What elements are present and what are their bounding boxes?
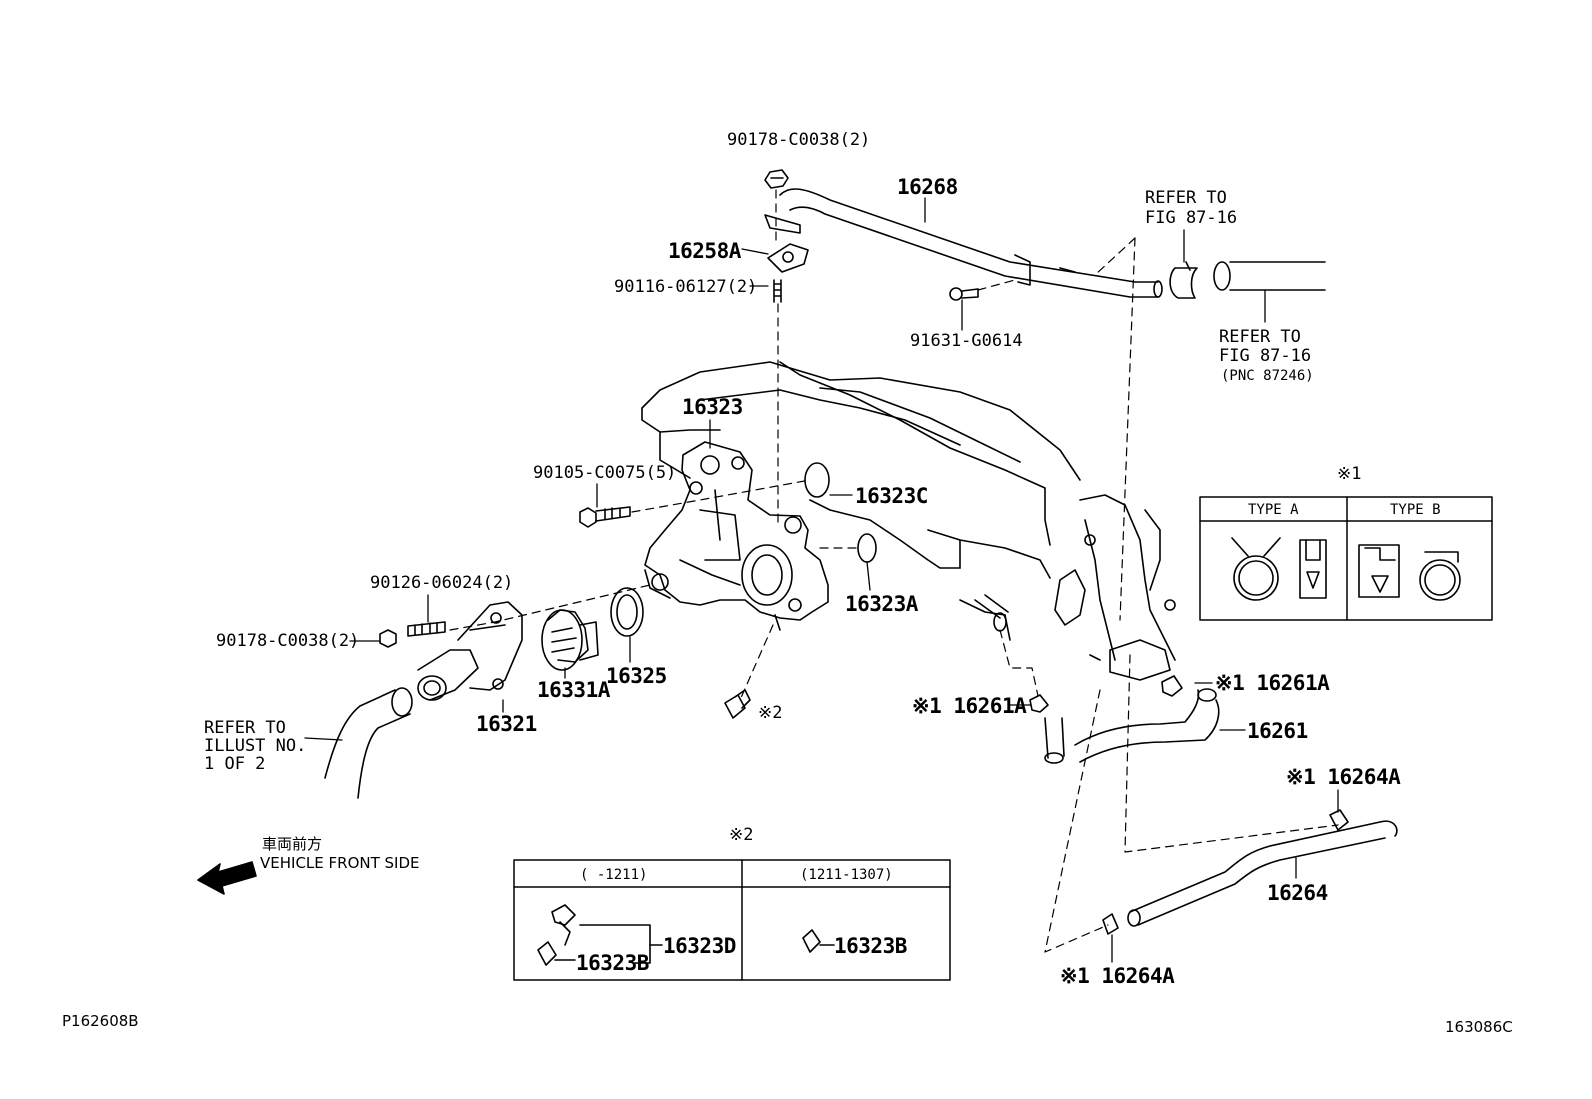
hose-top-right	[1213, 261, 1326, 291]
type-b-clamp-drawings	[1358, 544, 1461, 601]
label-16323A[interactable]: 16323A	[845, 592, 918, 616]
type-table-mark: ※1	[1337, 464, 1362, 484]
stud-90126	[407, 621, 446, 637]
note-col1-header: ( -1211)	[580, 867, 648, 883]
label-16323[interactable]: 16323	[682, 395, 743, 419]
leader-lines	[304, 197, 1339, 963]
bolt-91631	[949, 287, 979, 301]
label-16264A-top[interactable]: ※1 16264A	[1286, 765, 1401, 789]
note-table-drawings	[537, 904, 835, 966]
refer-right-line1: REFER TO	[1219, 327, 1301, 347]
hose-stub-16261	[1044, 717, 1065, 764]
footer-right-code: 163086C	[1445, 1018, 1513, 1036]
clamp-16264A-bottom	[1102, 913, 1119, 935]
bolt-90105	[579, 506, 631, 528]
water-outlet-16321	[417, 601, 523, 701]
label-16261A-left[interactable]: ※1 16261A	[912, 694, 1027, 718]
label-16261A-right[interactable]: ※1 16261A	[1215, 671, 1330, 695]
type-a-header: TYPE A	[1248, 502, 1299, 518]
type-b-header: TYPE B	[1390, 502, 1441, 518]
drain-plug	[724, 689, 751, 719]
engine-block-outline	[641, 361, 1081, 641]
gasket-16325	[610, 587, 644, 637]
label-16264[interactable]: 16264	[1267, 881, 1328, 905]
label-note2-mark: ※2	[758, 703, 783, 723]
label-90116[interactable]: 90116-06127(2)	[614, 277, 758, 297]
clamp-16261A-right	[1161, 675, 1183, 697]
direction-japanese: 車両前方	[262, 835, 323, 853]
hose-16264	[1127, 820, 1398, 927]
label-16261[interactable]: 16261	[1247, 719, 1308, 743]
hose-16261	[1074, 688, 1220, 763]
label-16268[interactable]: 16268	[897, 175, 958, 199]
label-90126[interactable]: 90126-06024(2)	[370, 573, 514, 593]
note-col2-part-16323B[interactable]: 16323B	[834, 934, 907, 958]
refer-left-line3: 1 OF 2	[204, 754, 266, 774]
note-table-mark: ※2	[729, 825, 754, 845]
note-col2-header: (1211-1307)	[800, 867, 893, 883]
clamp-16261A-left	[1029, 694, 1049, 713]
stud-90116	[773, 279, 782, 303]
footer-left-code: P162608B	[62, 1012, 139, 1030]
o-ring-16323C	[804, 462, 830, 498]
front-direction-arrow	[197, 861, 257, 895]
direction-english: VEHICLE FRONT SIDE	[260, 854, 420, 872]
radiator-hose-left	[324, 687, 413, 799]
clamp-top-right	[1169, 261, 1198, 299]
type-a-clamp-drawings	[1231, 537, 1327, 601]
throttle-body-outline	[1054, 494, 1176, 681]
label-90178-top[interactable]: 90178-C0038(2)	[727, 130, 871, 150]
label-91631[interactable]: 91631-G0614	[910, 331, 1023, 351]
label-16258A[interactable]: 16258A	[668, 239, 741, 263]
clamp-16264A-top	[1329, 809, 1349, 831]
type-table-frame	[1199, 496, 1493, 621]
refer-left-line1: REFER TO	[204, 718, 286, 738]
refer-right-line2: FIG 87-16	[1219, 346, 1312, 366]
refer-right-line3: (PNC 87246)	[1221, 368, 1314, 384]
label-16323C[interactable]: 16323C	[855, 484, 928, 508]
refer-top-line1: REFER TO	[1145, 188, 1227, 208]
label-90105[interactable]: 90105-C0075(5)	[533, 463, 677, 483]
label-16325[interactable]: 16325	[606, 664, 667, 688]
gasket-16258A	[767, 243, 809, 273]
water-inlet-housing-16323	[644, 441, 829, 631]
label-16264A-bottom[interactable]: ※1 16264A	[1060, 964, 1175, 988]
pipe-16268	[764, 188, 1163, 298]
label-16321[interactable]: 16321	[476, 712, 537, 736]
note-table-frame	[513, 859, 951, 981]
dashed-lines	[449, 189, 1339, 953]
note-col1-part-16323B[interactable]: 16323B	[576, 951, 649, 975]
note-col1-part-16323D[interactable]: 16323D	[663, 934, 736, 958]
nut-top	[764, 169, 789, 189]
refer-left-line2: ILLUST NO.	[204, 736, 307, 756]
refer-top-line2: FIG 87-16	[1145, 208, 1238, 228]
o-ring-16323A	[857, 533, 877, 563]
nut-90178-left	[379, 629, 397, 648]
label-90178-left[interactable]: 90178-C0038(2)	[216, 631, 360, 651]
label-16331A[interactable]: 16331A	[537, 678, 610, 702]
thermostat-16331A	[541, 609, 599, 671]
